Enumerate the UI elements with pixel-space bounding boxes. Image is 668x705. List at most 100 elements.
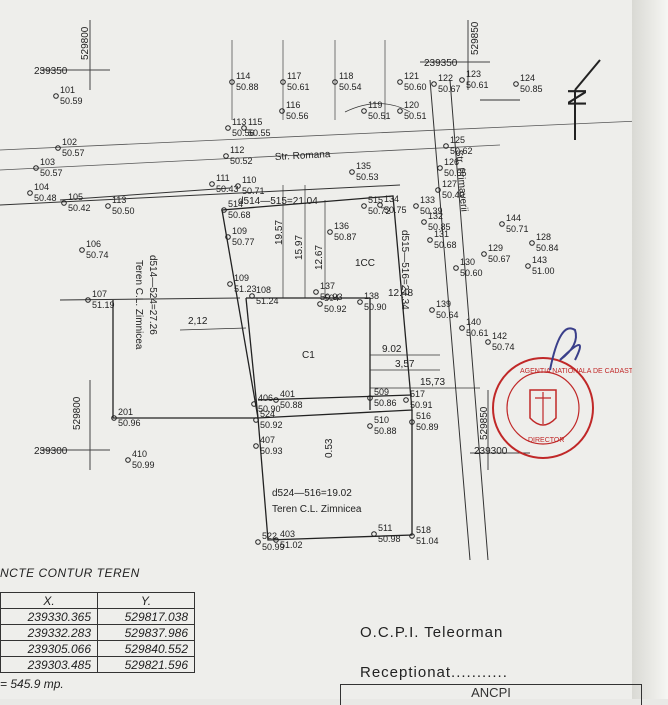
survey-point-id: 135 (356, 161, 371, 171)
survey-point-elevation: 51.23 (234, 284, 257, 294)
grid-label: 529850 (470, 21, 481, 55)
survey-point-elevation: 50.87 (334, 232, 357, 242)
survey-point-id: 127 (442, 179, 457, 189)
survey-point-id: 128 (536, 232, 551, 242)
survey-point-id: 132 (428, 211, 443, 221)
survey-point-elevation: 50.92 (260, 420, 283, 430)
survey-point-marker (435, 187, 441, 193)
survey-point-elevation: 50.57 (62, 148, 85, 158)
survey-point-marker (125, 457, 131, 463)
survey-point-id: 121 (404, 71, 419, 81)
page-edge (632, 0, 668, 699)
survey-point-id: 137 (320, 281, 335, 291)
survey-point-elevation: 50.93 (320, 292, 343, 302)
survey-point-elevation: 51.00 (532, 266, 555, 276)
survey-point-id: 407 (260, 435, 275, 445)
table-header-row: X. Y. (0, 592, 195, 609)
survey-point-id: 120 (404, 100, 419, 110)
survey-point-elevation: 50.62 (450, 146, 473, 156)
grid-label: 529800 (72, 396, 83, 430)
stamp-text-top: AGENTIA NATIONALA DE CADASTRU (520, 368, 643, 375)
grid-label: 529850 (479, 406, 490, 440)
dimension-labels: d514—515=21.04 d515—516=27.34 d514—524=2… (147, 196, 445, 499)
survey-point-id: 522 (262, 531, 277, 541)
survey-point-elevation: 50.74 (86, 250, 109, 260)
survey-point-id: 113 (112, 195, 126, 205)
dimension-15-73: 15,73 (420, 377, 445, 388)
survey-point-marker (280, 79, 286, 85)
official-stamp: AGENTIA NATIONALA DE CADASTRU DIRECTOR (492, 357, 643, 459)
dimension-19-57: 19.57 (274, 220, 285, 245)
survey-point-elevation: 50.89 (416, 422, 439, 432)
dimension-9-02: 9.02 (382, 344, 402, 355)
survey-point-elevation: 50.61 (466, 80, 489, 90)
dimension-d514-515: d514—515=21.04 (238, 196, 318, 207)
contour-coordinates-table: X. Y. 239330.365 529817.038 239332.283 5… (0, 592, 195, 673)
survey-point-elevation: 51.04 (416, 536, 439, 546)
survey-point-elevation: 50.39 (420, 206, 443, 216)
survey-point-marker (225, 125, 231, 131)
survey-point-elevation: 50.56 (232, 128, 255, 138)
survey-point-marker (223, 153, 229, 159)
survey-point-marker (529, 240, 535, 246)
survey-point-marker (227, 281, 233, 287)
survey-point-id: 105 (68, 192, 83, 202)
survey-point-elevation: 50.65 (444, 168, 467, 178)
survey-point-elevation: 50.85 (520, 84, 543, 94)
survey-point-id: 102 (62, 137, 77, 147)
survey-point-elevation: 50.86 (374, 398, 397, 408)
grid-label: 529800 (80, 26, 91, 60)
survey-point-id: 129 (488, 243, 503, 253)
header-y: Y. (97, 592, 195, 609)
survey-point-elevation: 50.88 (236, 82, 259, 92)
survey-point-elevation: 50.57 (40, 168, 63, 178)
survey-point-marker (361, 108, 367, 114)
survey-point-elevation: 50.50 (112, 206, 135, 216)
survey-point-elevation: 50.43 (216, 184, 239, 194)
survey-point-id: 108 (256, 285, 271, 295)
survey-point-marker (249, 293, 255, 299)
survey-point-elevation: 50.53 (356, 172, 379, 182)
grid-label: 239300 (474, 446, 508, 457)
survey-point-id: 143 (532, 255, 547, 265)
survey-point-marker (377, 202, 383, 208)
survey-point-marker (85, 297, 91, 303)
survey-point-marker (235, 183, 241, 189)
survey-point-elevation: 50.54 (339, 82, 362, 92)
survey-point-marker (255, 539, 261, 545)
survey-point-id: 115 (248, 117, 262, 127)
survey-point-elevation: 50.71 (242, 186, 265, 196)
survey-point-id: 138 (364, 291, 379, 301)
parcel-outline (112, 195, 413, 541)
survey-point-elevation: 51.19 (92, 300, 115, 310)
survey-point-id: 134 (384, 194, 399, 204)
survey-point-marker (55, 145, 61, 151)
survey-point-id: 201 (118, 407, 133, 417)
